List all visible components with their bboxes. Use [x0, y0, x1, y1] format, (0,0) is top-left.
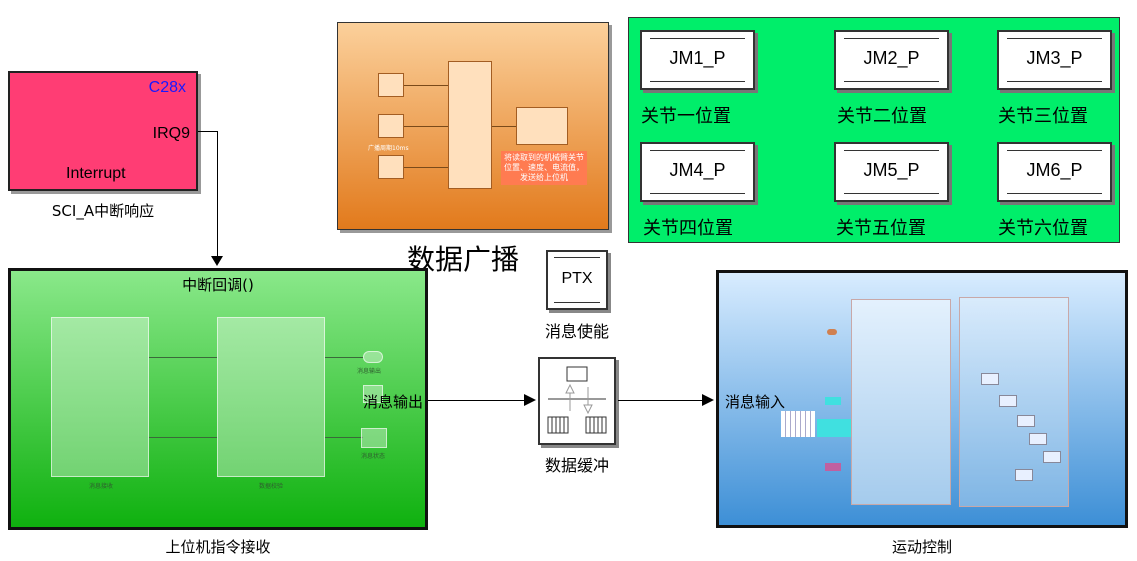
broadcast-output	[516, 107, 568, 145]
interrupt-caption: SCI_A中断响应	[51, 202, 155, 220]
interrupt-block[interactable]: C28x IRQ9 Interrupt	[8, 71, 198, 191]
motion-inner-main	[851, 299, 951, 505]
arrow-right-icon	[702, 394, 714, 406]
receiver-subsystem[interactable]: 中断回调() 消息接收 数据校验 消息输出 消息状态 消息输出	[8, 268, 428, 530]
display-jm1[interactable]: JM1_P	[640, 30, 755, 90]
motion-caption: 运动控制	[891, 538, 952, 556]
receiver-caption: 上位机指令接收	[165, 538, 271, 556]
broadcast-input-1	[378, 73, 404, 97]
broadcast-note: 将读取到的机械臂关节位置、速度、电流值，发送给上位机	[501, 151, 587, 185]
label-jm3: 关节三位置	[998, 106, 1088, 127]
wire-buffer-motion	[618, 400, 704, 401]
broadcast-input-2	[378, 114, 404, 138]
display-jm3[interactable]: JM3_P	[997, 30, 1112, 90]
motion-control-subsystem[interactable]: 消息输入	[716, 270, 1128, 528]
receiver-inner-right-label: 数据校验	[259, 483, 284, 490]
receiver-out-port: 消息输出	[362, 393, 423, 411]
broadcast-period-label: 广播周期10ms	[368, 145, 409, 152]
receiver-small-out1-label: 消息输出	[357, 368, 382, 375]
wire-receiver-buffer	[428, 400, 526, 401]
label-jm4: 关节四位置	[643, 218, 733, 239]
label-jm6: 关节六位置	[998, 218, 1088, 239]
display-jm5[interactable]: JM5_P	[834, 142, 949, 202]
ptx-caption: 消息使能	[544, 322, 609, 341]
buffer-block[interactable]	[538, 357, 616, 445]
label-jm2: 关节二位置	[837, 106, 927, 127]
receiver-small-out1	[363, 351, 383, 363]
buffer-caption: 数据缓冲	[544, 456, 609, 475]
motion-in-port: 消息输入	[725, 393, 786, 411]
receiver-small-mid	[363, 385, 383, 403]
display-jm6[interactable]: JM6_P	[997, 142, 1112, 202]
arrow-down-icon	[211, 256, 223, 266]
joint-position-panel: JM1_P JM2_P JM3_P 关节一位置 关节二位置 关节三位置 JM4_…	[628, 17, 1120, 243]
buffer-icon	[547, 366, 607, 434]
ptx-block[interactable]: PTX	[546, 250, 608, 310]
broadcast-input-3	[378, 155, 404, 179]
display-jm2[interactable]: JM2_P	[834, 30, 949, 90]
label-jm5: 关节五位置	[836, 218, 926, 239]
display-jm4[interactable]: JM4_P	[640, 142, 755, 202]
receiver-small-out2-label: 消息状态	[361, 453, 386, 460]
receiver-small-out2	[361, 428, 387, 448]
receiver-inner-left-label: 消息接收	[89, 483, 114, 490]
wire-irq-horizontal	[198, 131, 218, 132]
interrupt-chip-label: C28x	[148, 79, 186, 96]
receiver-inner-left	[51, 317, 149, 477]
wire-irq-vertical	[217, 131, 218, 257]
label-jm1: 关节一位置	[641, 106, 731, 127]
interrupt-bottom-label: Interrupt	[66, 165, 126, 182]
broadcast-subsystem[interactable]: 广播周期10ms 将读取到的机械臂关节位置、速度、电流值，发送给上位机	[337, 22, 609, 230]
receiver-header: 中断回调()	[182, 276, 254, 294]
receiver-inner-right	[217, 317, 325, 477]
broadcast-mux	[448, 61, 492, 189]
arrow-right-icon	[524, 394, 536, 406]
interrupt-port-label: IRQ9	[152, 125, 190, 142]
